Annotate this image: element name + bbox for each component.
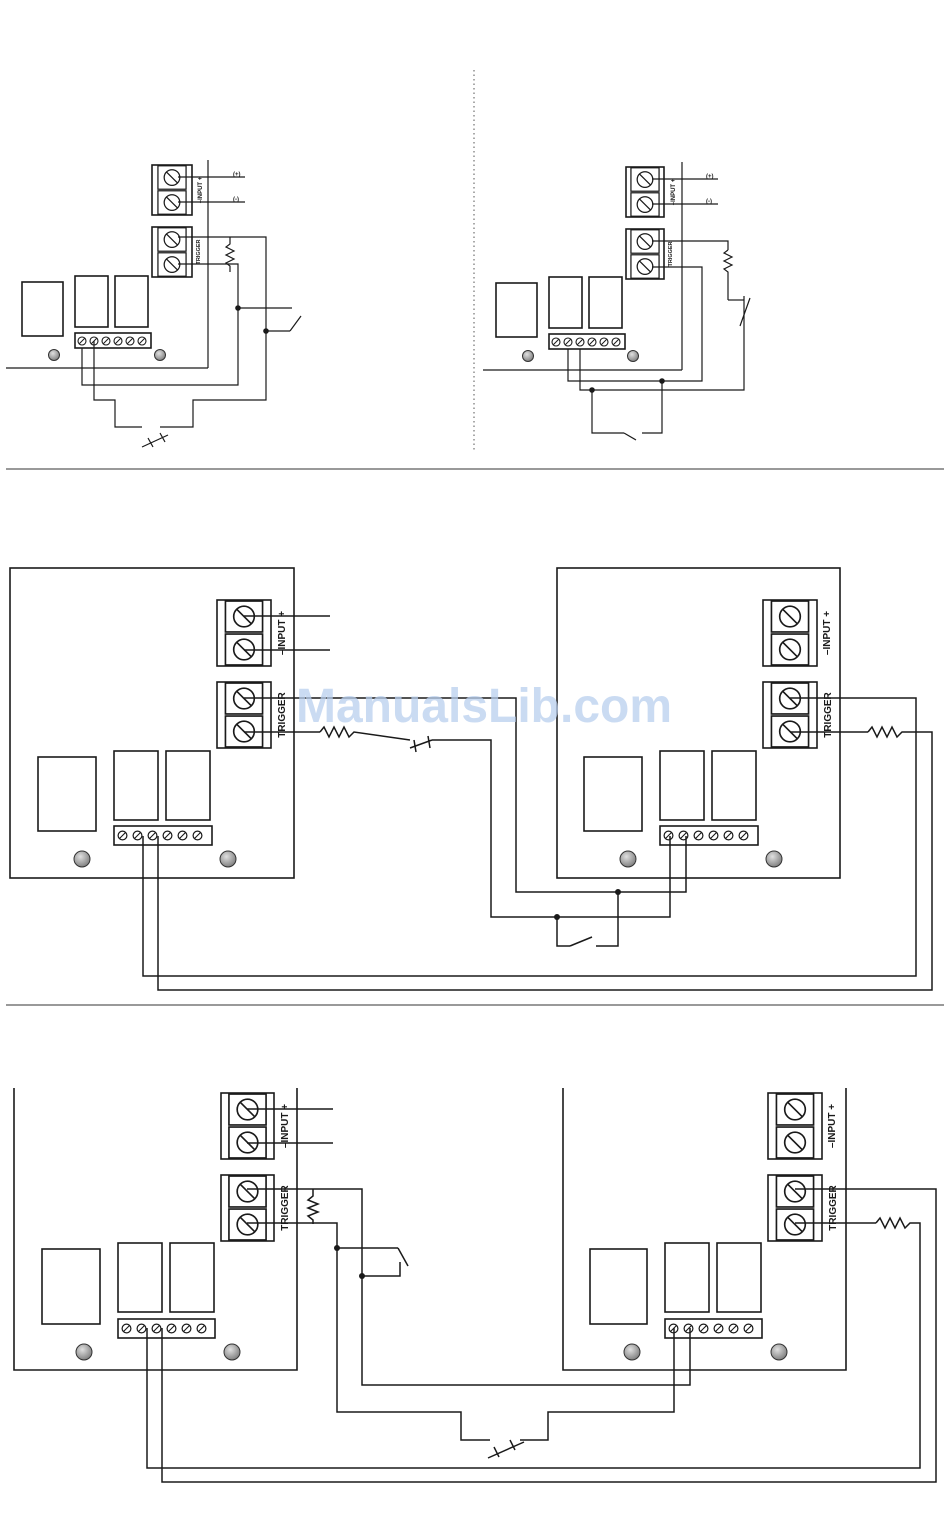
led-icon <box>220 851 236 867</box>
terminal-icon <box>137 1324 146 1333</box>
led-icon <box>628 351 639 362</box>
screw-terminal-icon <box>771 601 808 632</box>
trigger-label: TRIGGER <box>668 241 674 266</box>
switch-icon <box>290 316 301 331</box>
terminal-icon <box>197 1324 206 1333</box>
screw-terminal-icon <box>776 1209 813 1240</box>
diagram-small-left: –INPUT + (+) (-) TRIGGER <box>6 160 301 447</box>
minus-label: (-) <box>706 199 712 205</box>
switch-icon <box>624 433 636 440</box>
resistor-icon <box>724 250 732 300</box>
screw-terminal-icon <box>229 1176 266 1207</box>
resistor-icon <box>226 237 234 272</box>
relay <box>166 751 210 820</box>
input-label: –INPUT + <box>280 1104 291 1148</box>
terminal-icon <box>163 831 172 840</box>
input-label: –INPUT + <box>671 178 677 205</box>
terminal-icon <box>684 1324 693 1333</box>
terminal-icon <box>699 1324 708 1333</box>
terminal-icon <box>729 1324 738 1333</box>
trigger-label: TRIGGER <box>828 1184 839 1230</box>
led-icon <box>49 350 60 361</box>
relay <box>590 1249 647 1324</box>
terminal-icon <box>152 1324 161 1333</box>
resistor-icon <box>308 1189 318 1224</box>
relay <box>75 276 108 327</box>
relay <box>114 751 158 820</box>
input-label: –INPUT + <box>198 176 204 203</box>
input-label: –INPUT + <box>277 611 288 655</box>
led-icon <box>620 851 636 867</box>
led-icon <box>624 1344 640 1360</box>
terminal-icon <box>724 831 733 840</box>
diagram-small-right: –INPUT + (+) (-) TRIGGER <box>483 162 750 440</box>
led-icon <box>74 851 90 867</box>
terminal-icon <box>114 337 122 345</box>
terminal-icon <box>564 338 572 346</box>
relay <box>665 1243 709 1312</box>
screw-terminal-icon <box>771 634 808 665</box>
relay <box>712 751 756 820</box>
input-label: –INPUT + <box>827 1104 838 1148</box>
diagram-two-boards-middle: –INPUT + TRIGGER –INPUT + TRIGGER <box>10 568 932 990</box>
terminal-icon <box>138 337 146 345</box>
led-icon <box>771 1344 787 1360</box>
terminal-icon <box>600 338 608 346</box>
relay <box>496 283 537 337</box>
screw-terminal-icon <box>776 1094 813 1125</box>
input-label: –INPUT + <box>822 611 833 655</box>
screw-terminal-icon <box>158 228 186 251</box>
terminal-icon <box>552 338 560 346</box>
terminal-icon <box>78 337 86 345</box>
switch-icon <box>488 1442 524 1458</box>
relay <box>118 1243 162 1312</box>
plus-label: (+) <box>233 172 241 178</box>
led-icon <box>523 351 534 362</box>
led-icon <box>155 350 166 361</box>
terminal-icon <box>126 337 134 345</box>
terminal-icon <box>739 831 748 840</box>
watermark: ManualsLib.com <box>296 680 672 733</box>
relay <box>660 751 704 820</box>
relay <box>584 757 642 831</box>
switch-icon <box>570 937 592 946</box>
relay <box>42 1249 100 1324</box>
screw-terminal-icon <box>776 1127 813 1158</box>
screw-terminal-icon <box>229 1209 266 1240</box>
terminal-icon <box>694 831 703 840</box>
terminal-icon <box>118 831 127 840</box>
terminal-icon <box>612 338 620 346</box>
led-icon <box>766 851 782 867</box>
terminal-icon <box>133 831 142 840</box>
relay <box>38 757 96 831</box>
terminal-icon <box>193 831 202 840</box>
relay <box>589 277 622 328</box>
terminal-icon <box>167 1324 176 1333</box>
trigger-label: TRIGGER <box>280 1184 291 1230</box>
relay <box>115 276 148 327</box>
terminal-icon <box>122 1324 131 1333</box>
terminal-icon <box>664 831 673 840</box>
screw-terminal-icon <box>776 1176 813 1207</box>
terminal-icon <box>576 338 584 346</box>
relay <box>549 277 582 328</box>
terminal-icon <box>148 831 157 840</box>
trigger-label: TRIGGER <box>196 239 202 264</box>
terminal-icon <box>588 338 596 346</box>
minus-label: (-) <box>233 197 239 203</box>
diagram-two-boards-bottom: –INPUT + TRIGGER –INPUT + TRIGGER <box>14 1088 936 1482</box>
terminal-icon <box>714 1324 723 1333</box>
terminal-icon <box>182 1324 191 1333</box>
terminal-icon <box>744 1324 753 1333</box>
led-icon <box>76 1344 92 1360</box>
led-icon <box>224 1344 240 1360</box>
plus-label: (+) <box>706 174 714 180</box>
relay <box>717 1243 761 1312</box>
relay <box>22 282 63 336</box>
terminal-icon <box>102 337 110 345</box>
terminal-icon <box>709 831 718 840</box>
terminal-icon <box>178 831 187 840</box>
relay <box>170 1243 214 1312</box>
